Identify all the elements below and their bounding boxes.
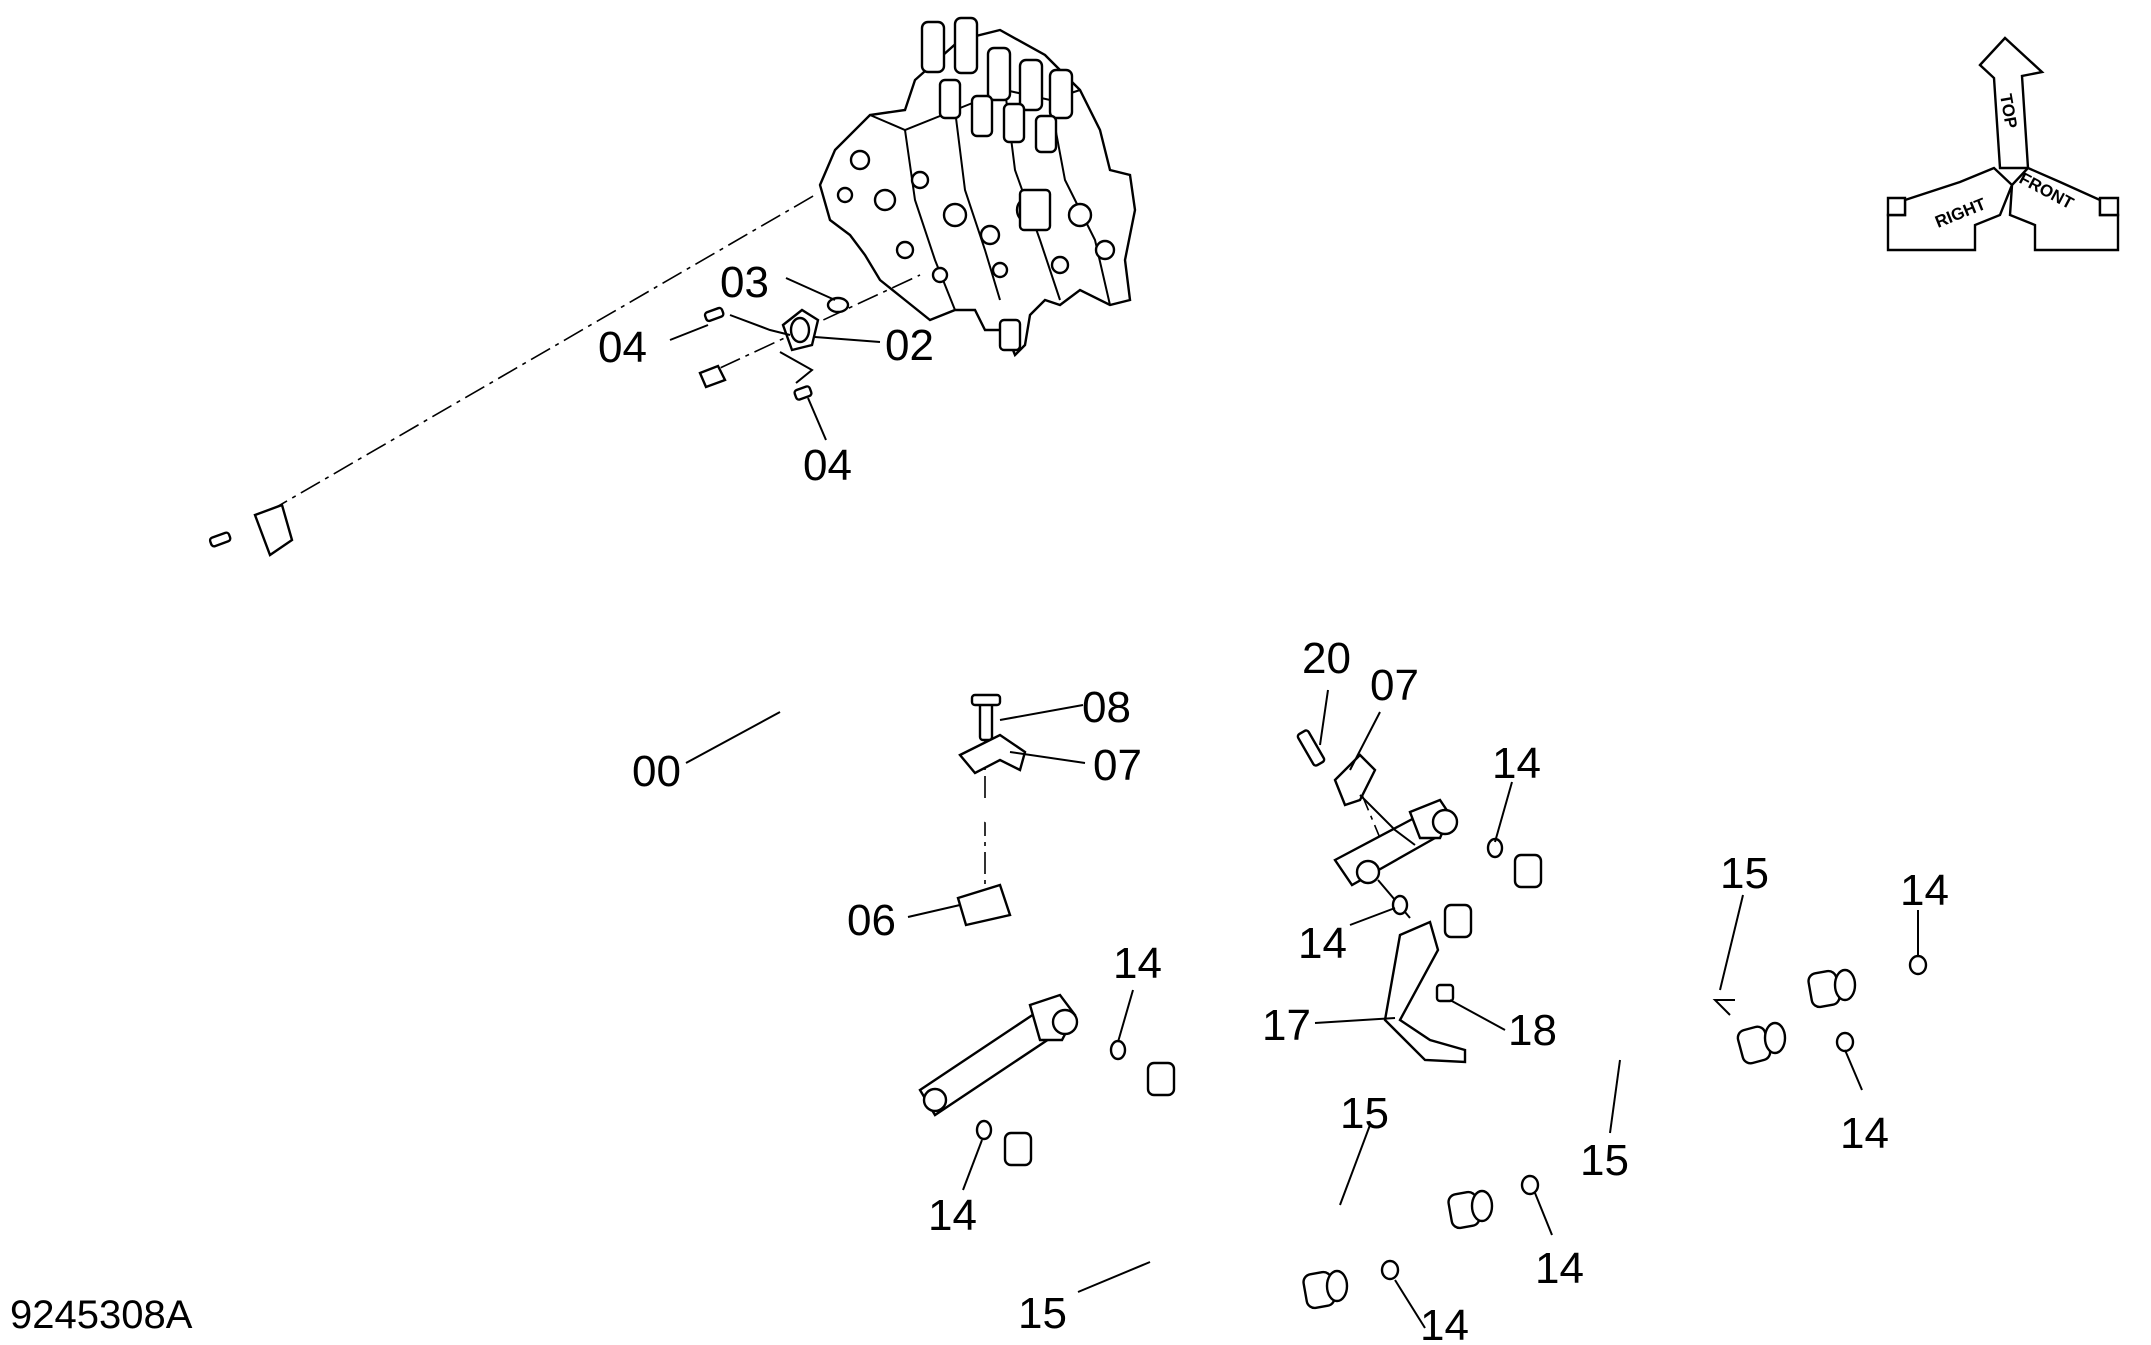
hose-15-middle-right [1443, 903, 1787, 1072]
callout-15-d: 15 [1018, 1289, 1067, 1338]
callout-04-upper: 04 [598, 323, 647, 372]
callout-20: 20 [1302, 634, 1351, 683]
callout-04-lower: 04 [803, 441, 852, 490]
callout-15-b: 15 [1580, 1136, 1629, 1185]
callout-02: 02 [885, 321, 934, 370]
callout-07-right: 07 [1370, 661, 1419, 710]
callout-14-e: 14 [1840, 1109, 1889, 1158]
orientation-indicator: TOP FRONT RIGHT [1886, 36, 2120, 252]
control-valve-assembly [818, 16, 1137, 358]
callout-08: 08 [1082, 683, 1131, 732]
elbow-fittings [918, 798, 1459, 1117]
callout-17: 17 [1262, 1001, 1311, 1050]
callout-14-h: 14 [1420, 1301, 1469, 1345]
callout-14-a: 14 [1492, 739, 1541, 788]
callout-07-center: 07 [1093, 741, 1142, 790]
clamp-assembly-center [956, 693, 1027, 927]
callout-15-c: 15 [1340, 1089, 1389, 1138]
pipe-long-left [201, 517, 1068, 1159]
callout-06: 06 [847, 896, 896, 945]
callout-03: 03 [720, 258, 769, 307]
hose-15-lower-left [1003, 1131, 1349, 1312]
clamp-assembly-right [1296, 729, 1467, 1064]
callout-00: 00 [632, 747, 681, 796]
drawing-number: 9245308A [10, 1293, 193, 1337]
o-rings-14 [975, 837, 1928, 1281]
callout-14-f: 14 [928, 1191, 977, 1240]
callout-14-b: 14 [1298, 919, 1347, 968]
callout-18: 18 [1508, 1006, 1557, 1055]
leader-lines [669, 277, 1919, 1329]
center-lines [267, 194, 1386, 895]
callout-14-c: 14 [1900, 866, 1949, 915]
callout-14-d: 14 [1113, 939, 1162, 988]
callout-14-g: 14 [1535, 1244, 1584, 1293]
flange-parts [208, 296, 850, 557]
hose-15-upper-right [1513, 853, 1857, 1014]
pipe-00 [632, 361, 1399, 906]
hose-15-middle-bottom [1146, 1061, 1494, 1232]
callout-15-a: 15 [1720, 849, 1769, 898]
